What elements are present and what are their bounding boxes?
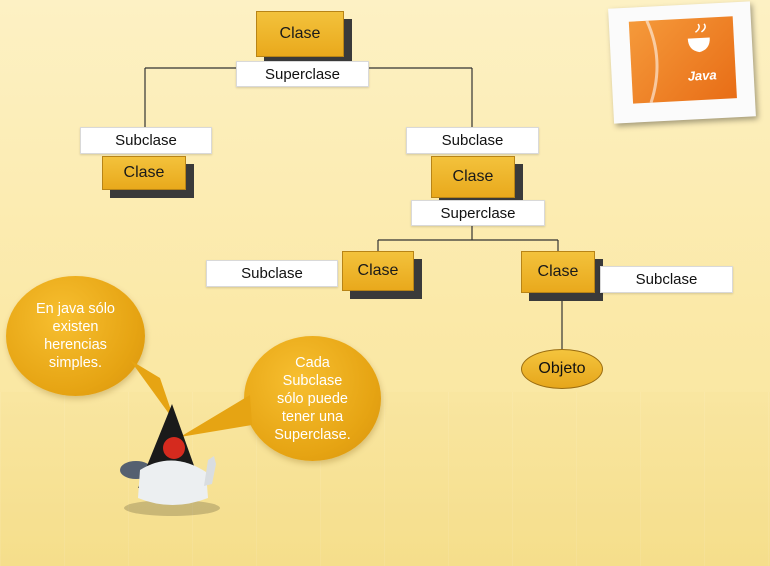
right-superclass-label: Superclase <box>411 200 545 226</box>
duke-mascot-icon <box>120 404 220 516</box>
bottom-right-class-node: Clase <box>521 251 595 293</box>
bottom-right-subclass-label: Subclase <box>600 266 733 293</box>
java-logo-background: Java <box>628 16 737 104</box>
bubble-left-line-1: En java sólo <box>36 301 115 317</box>
bubble-right-line-2: Subclase <box>282 372 343 389</box>
bubble-left-tail <box>130 360 175 422</box>
left-subclass-label: Subclase <box>80 127 212 154</box>
bubble-right-line-1: Cada <box>295 354 330 371</box>
right-class-node: Clase <box>431 156 515 198</box>
bottom-left-subclass-label: Subclase <box>206 260 338 287</box>
bottom-left-class-node: Clase <box>342 251 414 291</box>
bubble-left-line-2: existen <box>52 319 99 335</box>
bubble-right-tail <box>180 395 252 437</box>
bubble-right-line-5: Superclase. <box>274 426 351 443</box>
bubble-right-line-4: tener una <box>281 408 344 425</box>
floor-background <box>0 392 770 566</box>
bubble-left-line-3: herencias <box>44 337 107 353</box>
top-superclass-label: Superclase <box>236 61 369 87</box>
top-class-node: Clase <box>256 11 344 57</box>
object-node: Objeto <box>521 349 603 389</box>
bubble-left-line-4: simples. <box>48 355 103 371</box>
java-logo-card: Java <box>608 1 756 124</box>
left-class-node: Clase <box>102 156 186 190</box>
speech-bubble-left: En java sólo existen herencias simples. <box>6 276 145 396</box>
right-subclass-label: Subclase <box>406 127 539 154</box>
speech-bubble-right: Cada Subclase sólo puede tener una Super… <box>244 336 381 461</box>
java-cup-icon <box>645 20 710 104</box>
bubble-right-line-3: sólo puede <box>277 390 348 407</box>
java-logo-text: Java <box>687 67 718 84</box>
